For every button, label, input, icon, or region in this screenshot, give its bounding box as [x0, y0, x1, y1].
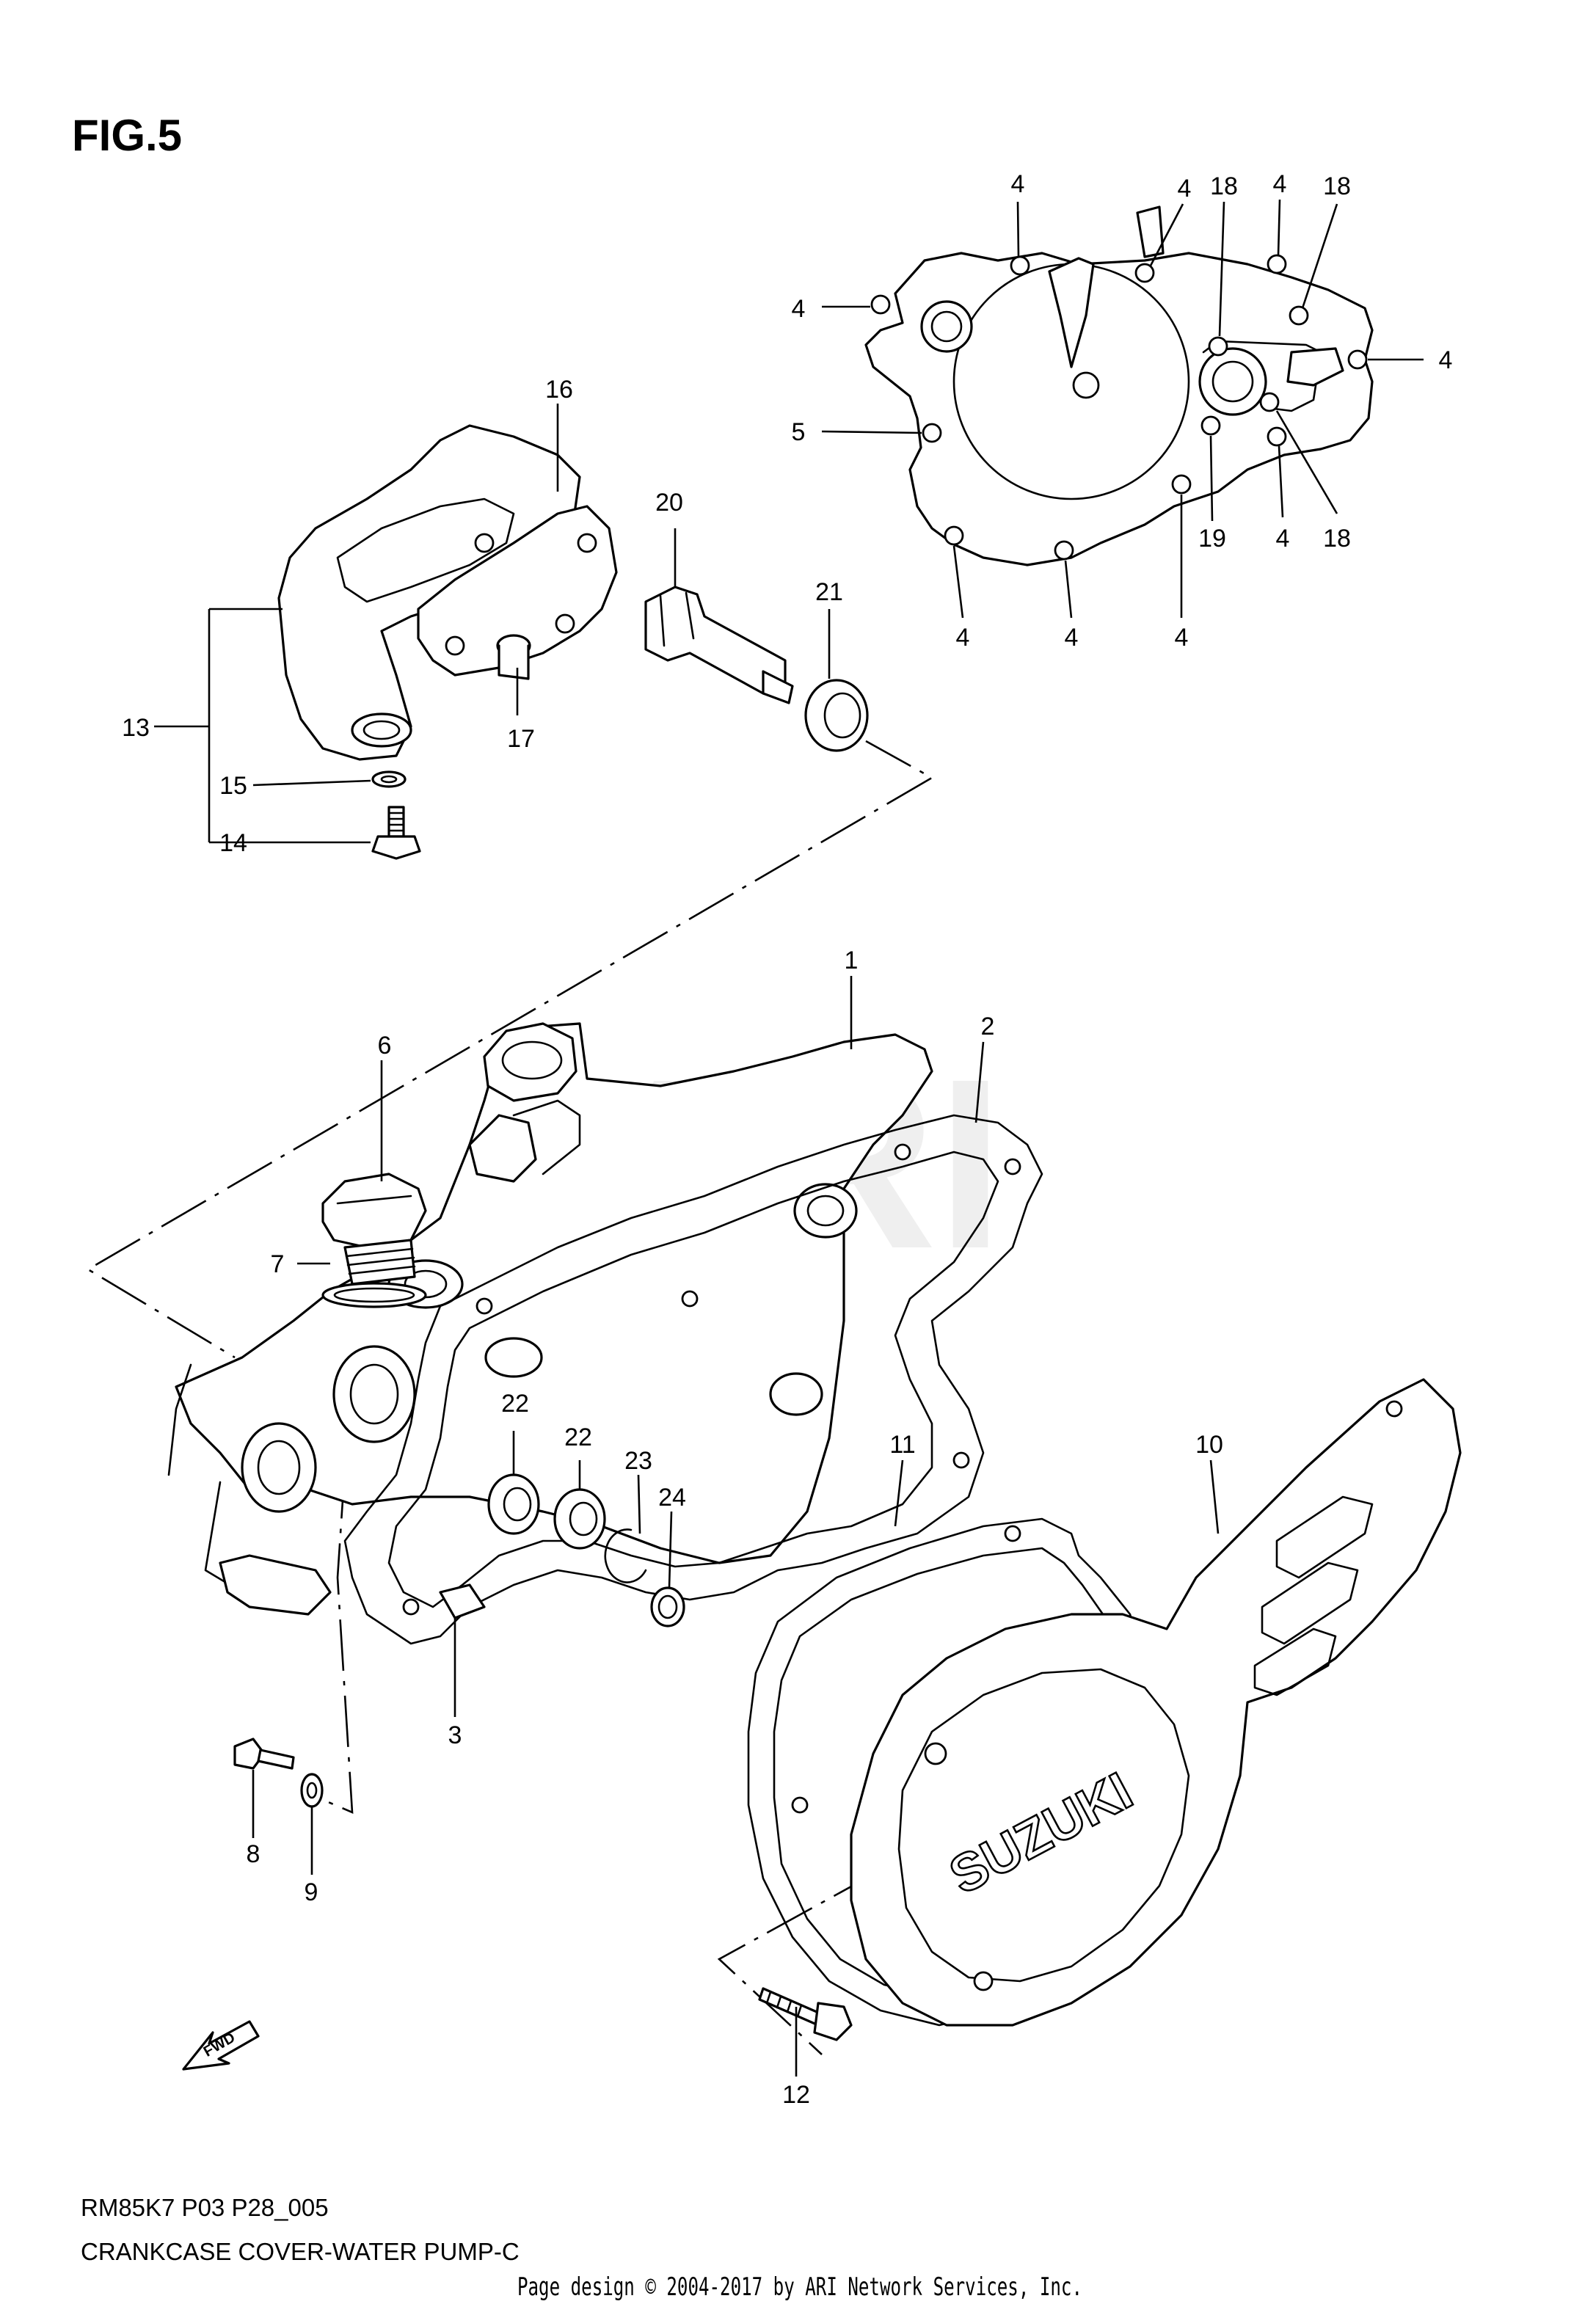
- fwd-arrow-icon: FWD: [182, 2020, 260, 2071]
- bolt-washer-drawing: [233, 1738, 324, 1808]
- callout-18: 18: [1323, 525, 1351, 553]
- callout-20: 20: [655, 489, 683, 517]
- crankcase-cover-drawing: [167, 1022, 933, 1616]
- callout-4: 4: [1439, 346, 1453, 374]
- callout-16: 16: [545, 376, 573, 404]
- callout-4: 4: [792, 295, 806, 323]
- callout-1: 1: [845, 947, 859, 974]
- callout-4: 4: [1011, 170, 1025, 198]
- callout-4: 4: [1178, 175, 1192, 203]
- callout-21: 21: [815, 578, 843, 606]
- callout-6: 6: [378, 1032, 392, 1060]
- callout-13: 13: [122, 714, 150, 742]
- callout-23: 23: [624, 1447, 652, 1475]
- callout-9: 9: [305, 1878, 318, 1906]
- callout-19: 19: [1198, 525, 1226, 553]
- crankcase-leaders: [252, 976, 985, 1875]
- model-code: RM85K7 P03 P28_005: [81, 2194, 329, 2221]
- callout-18: 18: [1210, 172, 1238, 200]
- callout-4: 4: [1175, 624, 1189, 652]
- callout-3: 3: [448, 1721, 462, 1749]
- callout-4: 4: [1065, 624, 1079, 652]
- callout-24: 24: [658, 1484, 686, 1512]
- callout-11: 11: [889, 1431, 915, 1459]
- diagram-name: CRANKCASE COVER-WATER PUMP-C: [81, 2238, 520, 2265]
- inner-cover-drawing: [864, 205, 1374, 566]
- callout-14: 14: [219, 829, 247, 857]
- assembly-bracket: [154, 608, 371, 844]
- callout-15: 15: [219, 772, 247, 800]
- oil-seal-drawing: [804, 679, 869, 752]
- bearings-drawing: [487, 1473, 685, 1627]
- callout-7: 7: [271, 1250, 285, 1278]
- callout-10: 10: [1195, 1431, 1223, 1459]
- callouts: 4 4 18 4 18 4 4 5 19 4 18 4 4 4 16 20 21…: [122, 170, 1452, 2109]
- page-credit: Page design © 2004-2017 by ARI Network S…: [517, 2272, 1082, 2302]
- pump-cover-drawing: [277, 424, 618, 860]
- callout-4: 4: [1273, 170, 1287, 198]
- screw-drawing: [758, 1987, 853, 2041]
- callout-18: 18: [1323, 172, 1351, 200]
- callout-5: 5: [792, 418, 806, 446]
- callout-2: 2: [981, 1013, 995, 1040]
- callout-12: 12: [782, 2081, 810, 2109]
- callout-17: 17: [507, 725, 535, 753]
- outer-cover-leaders: [795, 1459, 1220, 2077]
- callout-4: 4: [956, 624, 970, 652]
- pump-leaders: [516, 404, 831, 715]
- filler-cap-drawing: [321, 1173, 427, 1308]
- callout-22: 22: [564, 1423, 592, 1451]
- pump-shaft-drawing: [644, 586, 794, 704]
- callout-22: 22: [501, 1390, 529, 1418]
- gasket-drawing: [343, 1114, 1043, 1645]
- callout-8: 8: [247, 1840, 260, 1868]
- callout-4: 4: [1276, 525, 1290, 553]
- dowel-pin-drawing: [439, 1583, 486, 1619]
- outer-cover-drawing: [850, 1378, 1462, 2027]
- inner-cover-leaders: [821, 199, 1424, 619]
- figure-title: FIG.5: [72, 111, 182, 160]
